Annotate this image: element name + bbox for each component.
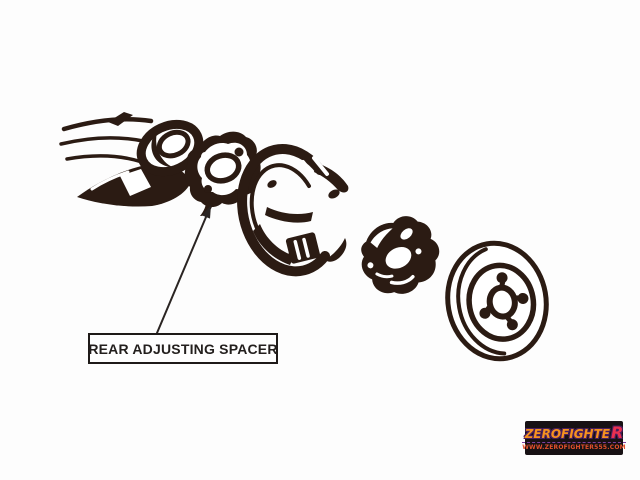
wordmark-accent-letter: R	[610, 422, 624, 442]
callout-label: REAR ADJUSTING SPACER	[88, 340, 278, 357]
callout-label-box: REAR ADJUSTING SPACER	[88, 333, 278, 364]
callout-arrow	[156, 205, 211, 334]
rear-adjusting-spacer-drawing	[184, 131, 261, 216]
rear-axle-beam-drawing	[59, 112, 204, 207]
brake-backing-plate-drawing	[237, 143, 349, 277]
brake-drum-drawing	[445, 240, 549, 362]
rear-hub-drawing	[361, 216, 440, 294]
logo-url: WWW.ZEROFIGHTER555.COM	[522, 441, 626, 451]
zerofighter-wordmark: ZEROFIGHTER	[524, 422, 624, 442]
wordmark-main: ZEROFIGHTE	[524, 426, 610, 441]
hub-bolt-drawing	[328, 189, 340, 199]
zerofighter-logo: ZEROFIGHTER WWW.ZEROFIGHTER555.COM	[522, 421, 626, 455]
